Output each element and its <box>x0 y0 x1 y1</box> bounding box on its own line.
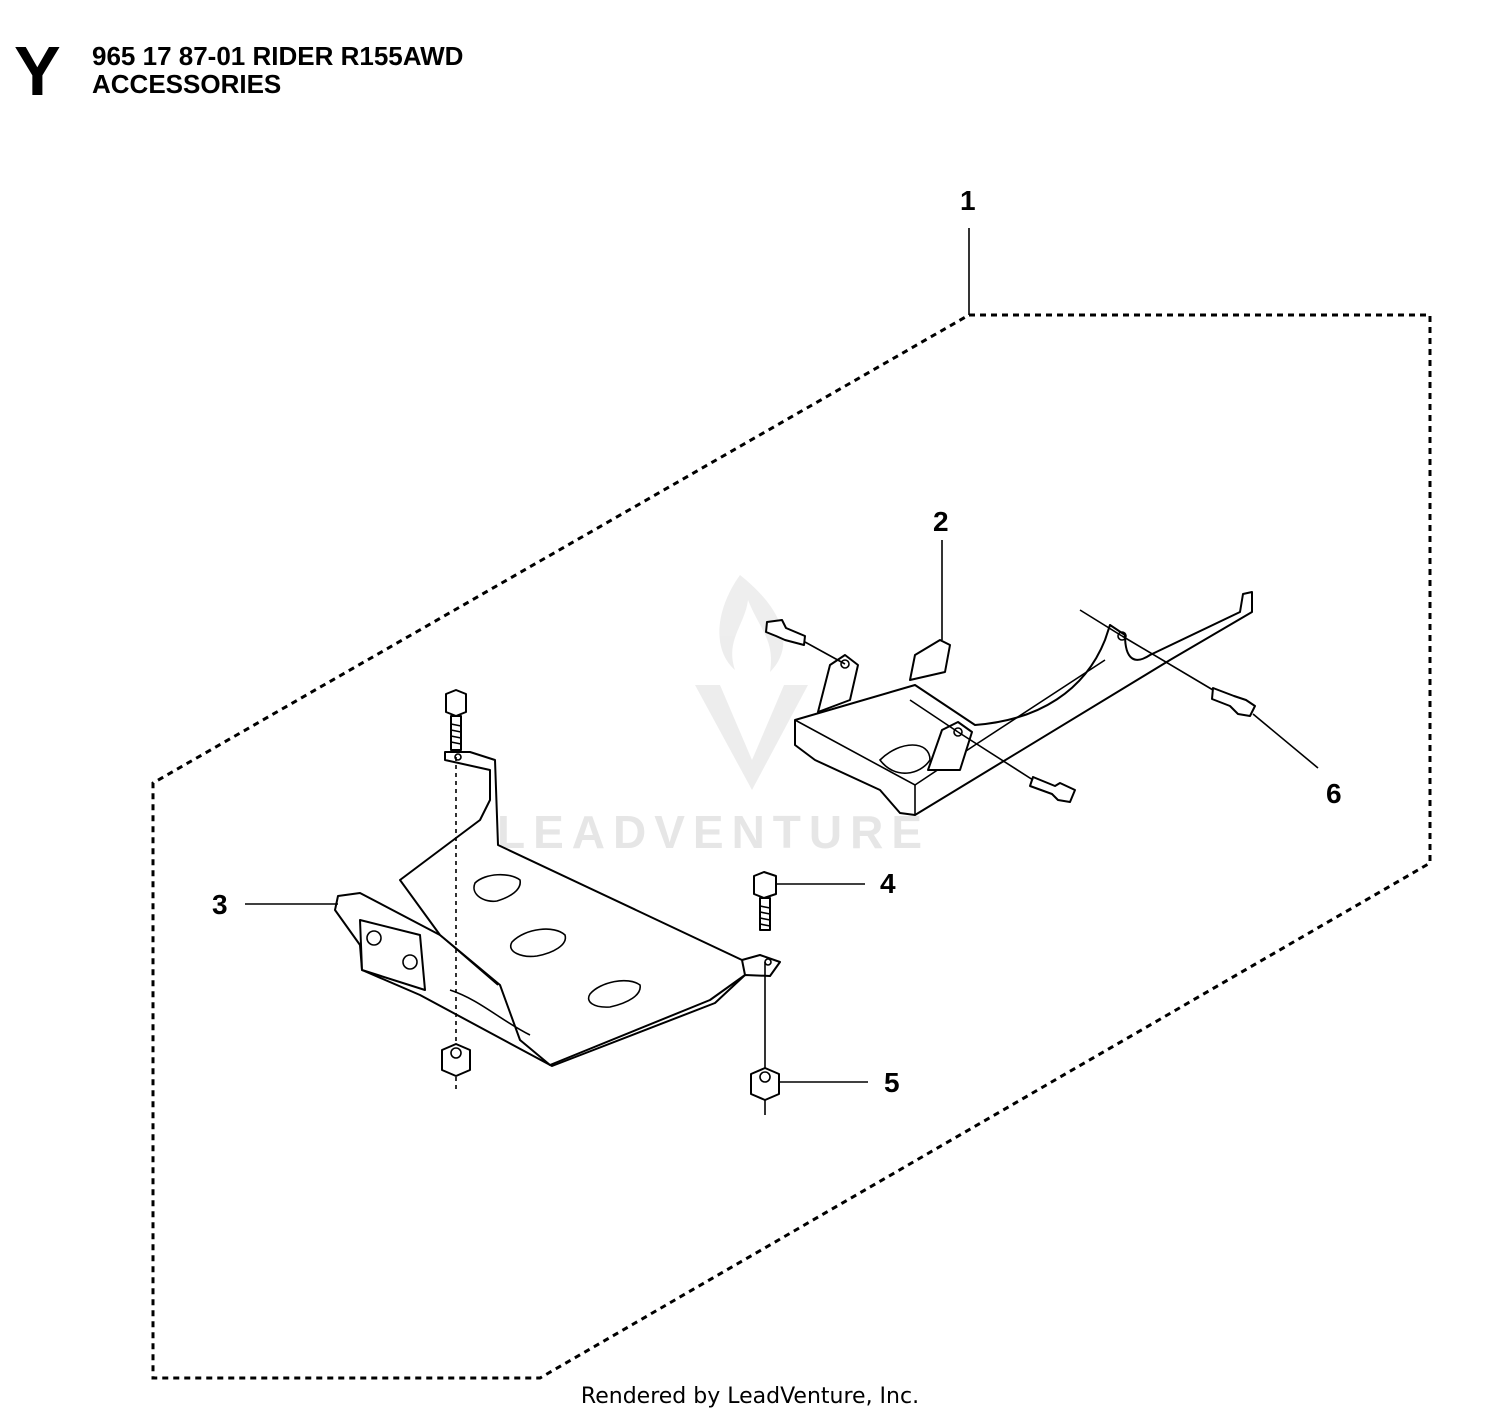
callout-4: 4 <box>880 868 896 899</box>
bracket-2-body <box>794 591 1253 816</box>
bolt-6-front <box>1029 776 1076 803</box>
bolt-6-right <box>1211 687 1256 717</box>
part-2-bracket <box>794 591 1253 816</box>
callout-1: 1 <box>960 185 976 216</box>
chevron-logo-icon <box>695 685 808 790</box>
nut-5-left <box>441 1043 471 1077</box>
bracket-2-tab-top <box>909 639 951 681</box>
slot-hole-2 <box>509 928 567 958</box>
part-3-skid-plate <box>245 751 781 1067</box>
plate-3-mount-tab <box>359 919 426 991</box>
callout-5: 5 <box>884 1067 900 1098</box>
slot-hole-3 <box>587 979 641 1008</box>
nut-5-right <box>750 1067 780 1101</box>
plate-3-body <box>399 751 746 1066</box>
bolt-6-left <box>765 619 806 646</box>
bolt-4-left-head <box>445 689 467 717</box>
part-5-nuts <box>441 1043 868 1101</box>
rendered-by-footer: Rendered by LeadVenture, Inc. <box>580 1384 920 1409</box>
leader-line-6 <box>1252 713 1319 769</box>
watermark-text: LEADVENTURE <box>497 806 930 858</box>
section-letter: Y <box>14 32 61 110</box>
diagram-title: 965 17 87-01 RIDER R155AWD ACCESSORIES <box>92 42 463 98</box>
callout-6: 6 <box>1326 778 1342 809</box>
bolt-4-left-shank <box>450 715 462 751</box>
title-model: 965 17 87-01 RIDER R155AWD <box>92 41 464 71</box>
kit-boundary <box>151 313 1432 1380</box>
flame-icon <box>719 575 784 672</box>
callout-2: 2 <box>933 506 949 537</box>
watermark-logo: LEADVENTURE <box>497 575 930 858</box>
title-category: ACCESSORIES <box>92 69 282 99</box>
bolt-4-right-head <box>753 871 777 899</box>
part-6-bolts <box>765 609 1256 803</box>
callout-3: 3 <box>212 889 228 920</box>
slot-hole-1 <box>473 873 521 903</box>
bracket-2-tab-left <box>817 654 859 713</box>
